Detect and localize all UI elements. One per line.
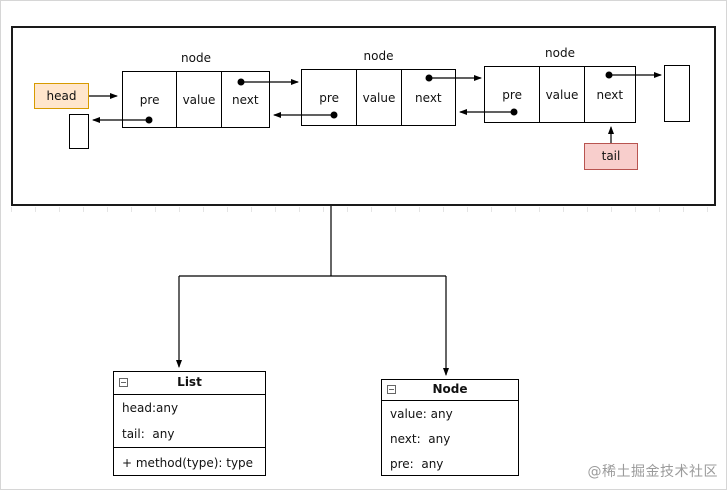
node-box: pre value next [122, 71, 270, 128]
node-cell-value: value [539, 67, 583, 122]
node-cell-next: next [220, 72, 269, 127]
class-title: List [114, 372, 265, 395]
node-cell-pre: pre [319, 90, 339, 105]
uml-class-list: List head:any tail: any + method(type): … [113, 371, 266, 476]
node-label: node [181, 51, 211, 65]
node-box: pre value next [301, 69, 456, 126]
class-title: Node [382, 380, 518, 401]
class-icon [387, 385, 396, 394]
list-node-3: node pre value next [484, 46, 636, 123]
list-node-2: node pre value next [301, 49, 456, 126]
tail-tag: tail [584, 143, 638, 170]
watermark: @稀土掘金技术社区 [587, 464, 718, 480]
uml-class-node: Node value: any next: any pre: any [381, 379, 519, 476]
list-node-1: node pre value next [122, 51, 270, 128]
null-box-end [664, 65, 690, 122]
node-cell-value: value [356, 70, 400, 125]
ruler-ticks [11, 207, 716, 212]
node-label: node [545, 46, 575, 60]
class-title-text: List [177, 375, 202, 389]
head-tag: head [34, 83, 89, 109]
null-box-front [69, 114, 89, 149]
class-attribute: next: any [390, 431, 451, 446]
node-cell-pre: pre [139, 92, 160, 107]
class-attribute: head:any [122, 401, 179, 415]
node-box: pre value next [484, 66, 636, 123]
class-method: + method(type): type [114, 447, 265, 477]
class-title-text: Node [432, 382, 468, 396]
class-attribute: value: any [390, 406, 453, 421]
node-cell-next: next [583, 67, 635, 122]
class-icon [119, 378, 128, 387]
node-cell-pre: pre [502, 87, 522, 102]
node-cell-value: value [176, 72, 220, 127]
class-attribute: pre: any [390, 456, 444, 471]
frame-to-classes-connector [176, 206, 449, 376]
node-label: node [363, 49, 394, 63]
node-cell-next: next [400, 70, 455, 125]
class-attribute: tail: any [122, 427, 175, 441]
